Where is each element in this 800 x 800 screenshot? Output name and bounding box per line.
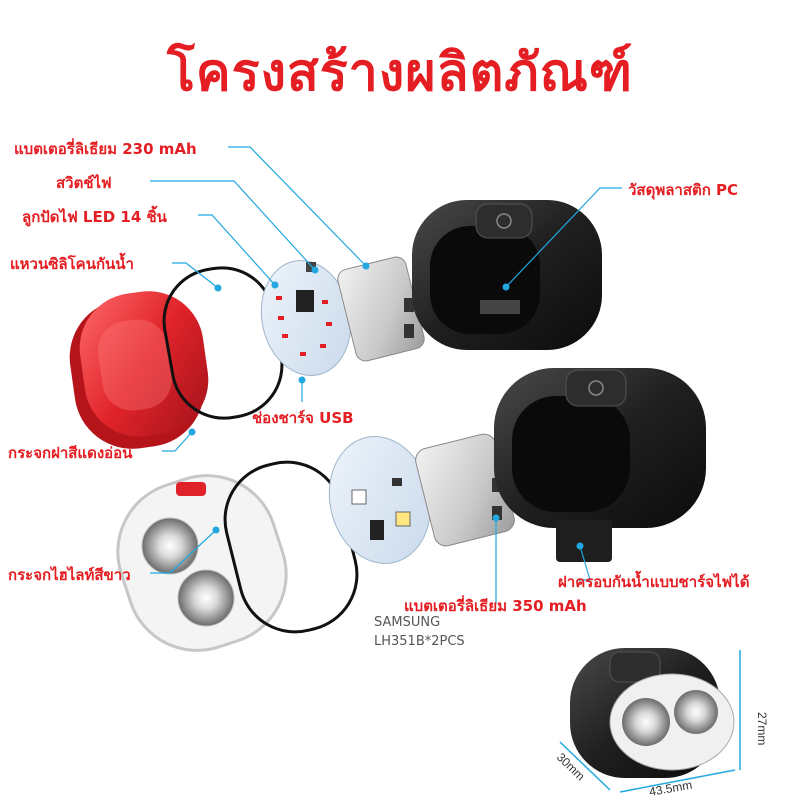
- pcb-lower: [328, 436, 432, 564]
- housing-upper: [412, 200, 602, 350]
- callout-led: [198, 214, 276, 286]
- callout-ring: [172, 262, 219, 289]
- width-dim-line: [619, 769, 736, 793]
- housing-lower: [494, 368, 706, 528]
- white-lens-part: [116, 474, 288, 652]
- waterproof-cover-part: [556, 520, 612, 562]
- label-switch: สวิตช์ไฟ: [56, 174, 112, 192]
- depth-dim-line: [559, 741, 611, 791]
- label-white-lens: กระจกไฮไลท์สีขาว: [8, 566, 131, 584]
- cell-note-line1: SAMSUNG: [374, 615, 441, 630]
- pcb-upper: [260, 260, 352, 376]
- page-title: โครงสร้างผลิตภัณฑ์: [166, 43, 634, 103]
- width-dim-text: 43.5mm: [648, 778, 693, 799]
- label-silicone-ring: แหวนซิลิโคนกันน้ำ: [10, 255, 134, 273]
- assembled-light: [570, 648, 735, 778]
- label-red-lens: กระจกฝาสีแดงอ่อน: [8, 444, 133, 462]
- callout-white-lens: [150, 529, 217, 574]
- label-led-beads: ลูกปัดไฟ LED 14 ชิ้น: [22, 208, 167, 226]
- callout-battery-230: [228, 146, 367, 267]
- height-dim-text: 27mm: [755, 712, 769, 745]
- callout-pc: [505, 187, 622, 288]
- callout-cover: [578, 545, 591, 581]
- label-battery-350: แบตเตอรี่ลิเธียม 350 mAh: [404, 597, 587, 615]
- label-waterproof-cover: ฝาครอบกันน้ำแบบชาร์จไฟได้: [558, 573, 750, 591]
- label-battery-230: แบตเตอรี่ลิเธียม 230 mAh: [14, 140, 197, 158]
- label-usb-port: ช่องชาร์จ USB: [252, 409, 354, 427]
- cell-note: SAMSUNG LH351B*2PCS: [374, 613, 465, 651]
- cell-note-line2: LH351B*2PCS: [374, 634, 465, 649]
- callout-switch: [150, 180, 316, 271]
- callout-red-lens: [162, 431, 193, 452]
- label-pc-plastic: วัสดุพลาสติก PC: [628, 181, 739, 199]
- red-lens-part: [69, 291, 209, 449]
